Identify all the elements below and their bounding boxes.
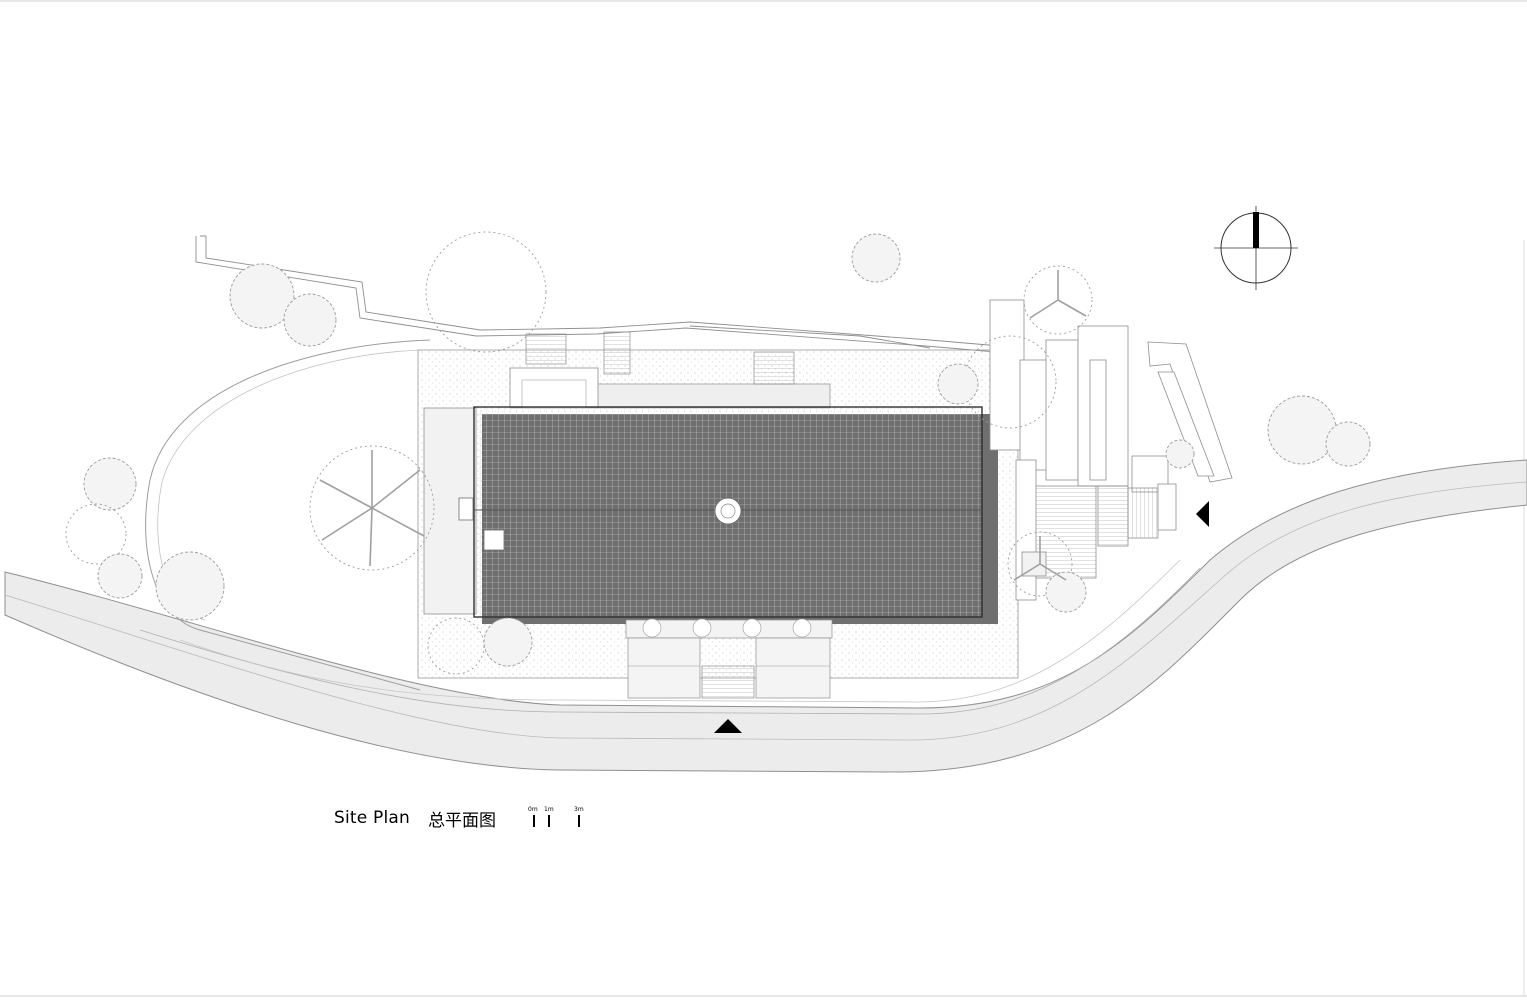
- trees: [65, 231, 1371, 675]
- scale-label: 1m: [544, 806, 554, 813]
- scale-tick: [533, 815, 535, 827]
- scale-label: 0m: [528, 806, 538, 813]
- north-stair-c: [753, 351, 795, 385]
- drawing-caption: Site Plan 总平面图: [334, 804, 496, 832]
- entrance-arrow-icon: [1196, 501, 1209, 527]
- south-entrance: [625, 618, 833, 699]
- north-pavilion-inner: [521, 379, 587, 409]
- tree-branches: [319, 270, 1087, 581]
- drawing-title: Site Plan: [334, 808, 411, 828]
- scale-label: 3m: [574, 806, 584, 813]
- north-stair-a: [525, 333, 567, 365]
- north-terrace: [595, 383, 831, 409]
- scale-tick: [578, 815, 580, 827]
- east-structures: [989, 299, 1233, 601]
- scale-bar: 0m 1m 3m: [527, 806, 587, 828]
- north-arrow-icon: [1214, 206, 1298, 290]
- scale-tick: [548, 815, 550, 827]
- entrance-arrow-icon: [714, 719, 742, 733]
- tree-canopy: [65, 231, 1371, 675]
- main-building: [458, 406, 998, 624]
- drawing-title-chinese: 总平面图: [428, 810, 497, 831]
- north-stair-b: [603, 331, 631, 375]
